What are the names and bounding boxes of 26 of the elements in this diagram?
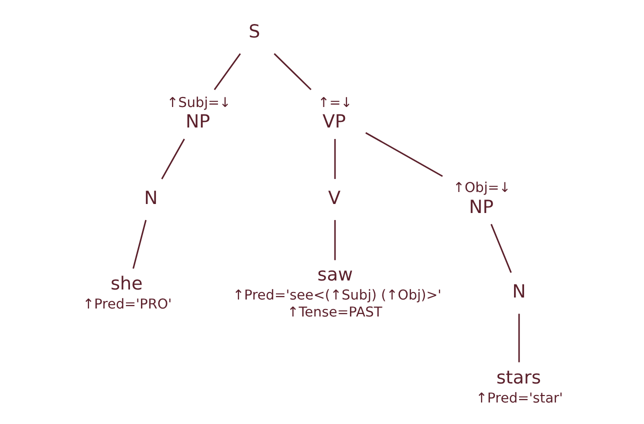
connector: [273, 53, 311, 90]
node-text: S: [248, 21, 260, 42]
node-text: VP: [322, 112, 346, 133]
connector: [490, 224, 512, 273]
connector: [364, 132, 442, 177]
node-label: ↑Subj=↓: [166, 95, 230, 112]
node-label: ↑Tense=PAST: [286, 304, 382, 321]
connector: [334, 138, 336, 179]
node-text: N: [144, 188, 158, 209]
node-label: ↑=↓: [317, 95, 352, 112]
node-text: saw: [316, 264, 352, 286]
connector: [132, 220, 146, 269]
node-text: NP: [185, 112, 210, 133]
connector: [334, 220, 336, 260]
node-label: ↑Pred='star': [475, 390, 562, 406]
node-label: ↑Obj=↓: [452, 180, 510, 196]
node-text: V: [328, 188, 340, 209]
node-label: ↑Pred='see<(↑Subj) (↑Obj)>': [232, 288, 441, 304]
node-label: ↑Pred='PRO': [82, 296, 172, 313]
connector: [160, 138, 184, 180]
node-text: NP: [468, 196, 494, 218]
connector: [518, 314, 520, 362]
node-text: N: [512, 282, 526, 303]
node-text: stars: [496, 367, 540, 388]
connector: [213, 53, 240, 90]
node-text: she: [110, 274, 142, 295]
